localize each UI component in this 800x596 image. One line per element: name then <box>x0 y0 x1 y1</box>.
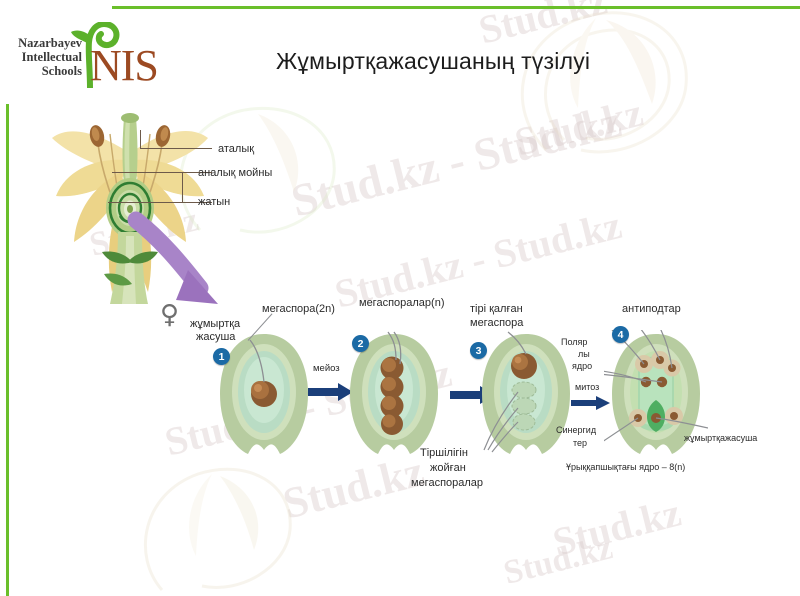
logo-abbreviation: NIS <box>90 41 159 90</box>
label-synergids-line-1: Синергид <box>556 425 597 435</box>
label-egg-cell-line-2: жасуша <box>196 331 236 343</box>
label-mitosis: митоз <box>575 382 600 392</box>
flower-label-style: аналық мойны <box>198 167 273 179</box>
label-polar-nuclei-line-2: лы <box>578 349 590 359</box>
label-egg-cell-line-1: жұмыртқа <box>190 318 241 330</box>
top-rule <box>112 6 800 9</box>
label-surviving-megaspore-line-1: тірі қалған <box>470 303 523 315</box>
watermark-text: Stud.kz <box>548 489 686 565</box>
label-antipodals: антиподтар <box>622 303 681 315</box>
left-rule <box>6 104 9 596</box>
logo-name-line-1: Nazarbayev <box>18 36 82 50</box>
ovule-stage-2-illustration <box>350 331 438 454</box>
logo-school-name: Nazarbayev Intellectual Schools <box>4 36 82 78</box>
logo-name-line-3: Schools <box>41 64 82 78</box>
label-degenerated-line-1: Тіршілігін <box>420 447 468 459</box>
label-degenerated-line-2: жойған <box>430 462 466 474</box>
step-number-2: 2 <box>352 335 369 352</box>
label-polar-nuclei-line-1: Поляр <box>561 337 588 347</box>
flower-label-ovary: жатын <box>198 196 231 208</box>
step-number-1: 1 <box>213 348 230 365</box>
label-megaspore-2n: мегаспора(2n) <box>262 303 335 315</box>
arrow-mitosis <box>571 396 610 410</box>
logo-name-line-2: Intellectual <box>21 50 82 64</box>
watermark-text: Stud.kz - Stud.kz <box>286 95 627 227</box>
label-meiosis: мейоз <box>313 363 340 374</box>
label-synergids-line-2: тер <box>573 438 588 448</box>
ovule-stage-1-illustration <box>220 334 308 454</box>
watermark-text: Stud.kz <box>500 529 617 592</box>
ovule-stage-3-illustration <box>482 331 570 454</box>
label-egg-cell-final: жұмыртқажасуша <box>684 433 758 443</box>
footnote-embryo-sac-nuclei: Ұрыққапшықтағы ядро – 8(n) <box>566 462 686 472</box>
flower-cross-section-illustration <box>52 113 218 304</box>
ovule-stage-4-illustration <box>604 330 708 454</box>
step-number-3: 3 <box>470 342 487 359</box>
label-polar-nuclei-line-3: ядро <box>572 361 593 371</box>
label-degenerated-line-3: мегаспоралар <box>411 477 484 489</box>
label-surviving-megaspore-line-2: мегаспора <box>470 317 524 329</box>
watermark-flower-icon <box>143 467 292 591</box>
flower-label-stamen: аталық <box>218 143 255 155</box>
step-number-4: 4 <box>612 326 629 343</box>
logo-leaf-icon <box>71 22 120 88</box>
female-symbol: ♀ <box>160 300 180 330</box>
watermark-text: Stud.kz <box>278 446 429 529</box>
watermark-text: Stud.kz <box>510 89 648 165</box>
nis-logo: Nazarbayev Intellectual Schools NIS <box>4 22 184 100</box>
label-megaspores-n: мегаспоралар(n) <box>359 297 445 309</box>
page-title: Жұмыртқажасушаның түзілуі <box>276 48 591 74</box>
arrow-meiosis <box>308 383 353 401</box>
watermark-flower-icon <box>521 11 688 154</box>
